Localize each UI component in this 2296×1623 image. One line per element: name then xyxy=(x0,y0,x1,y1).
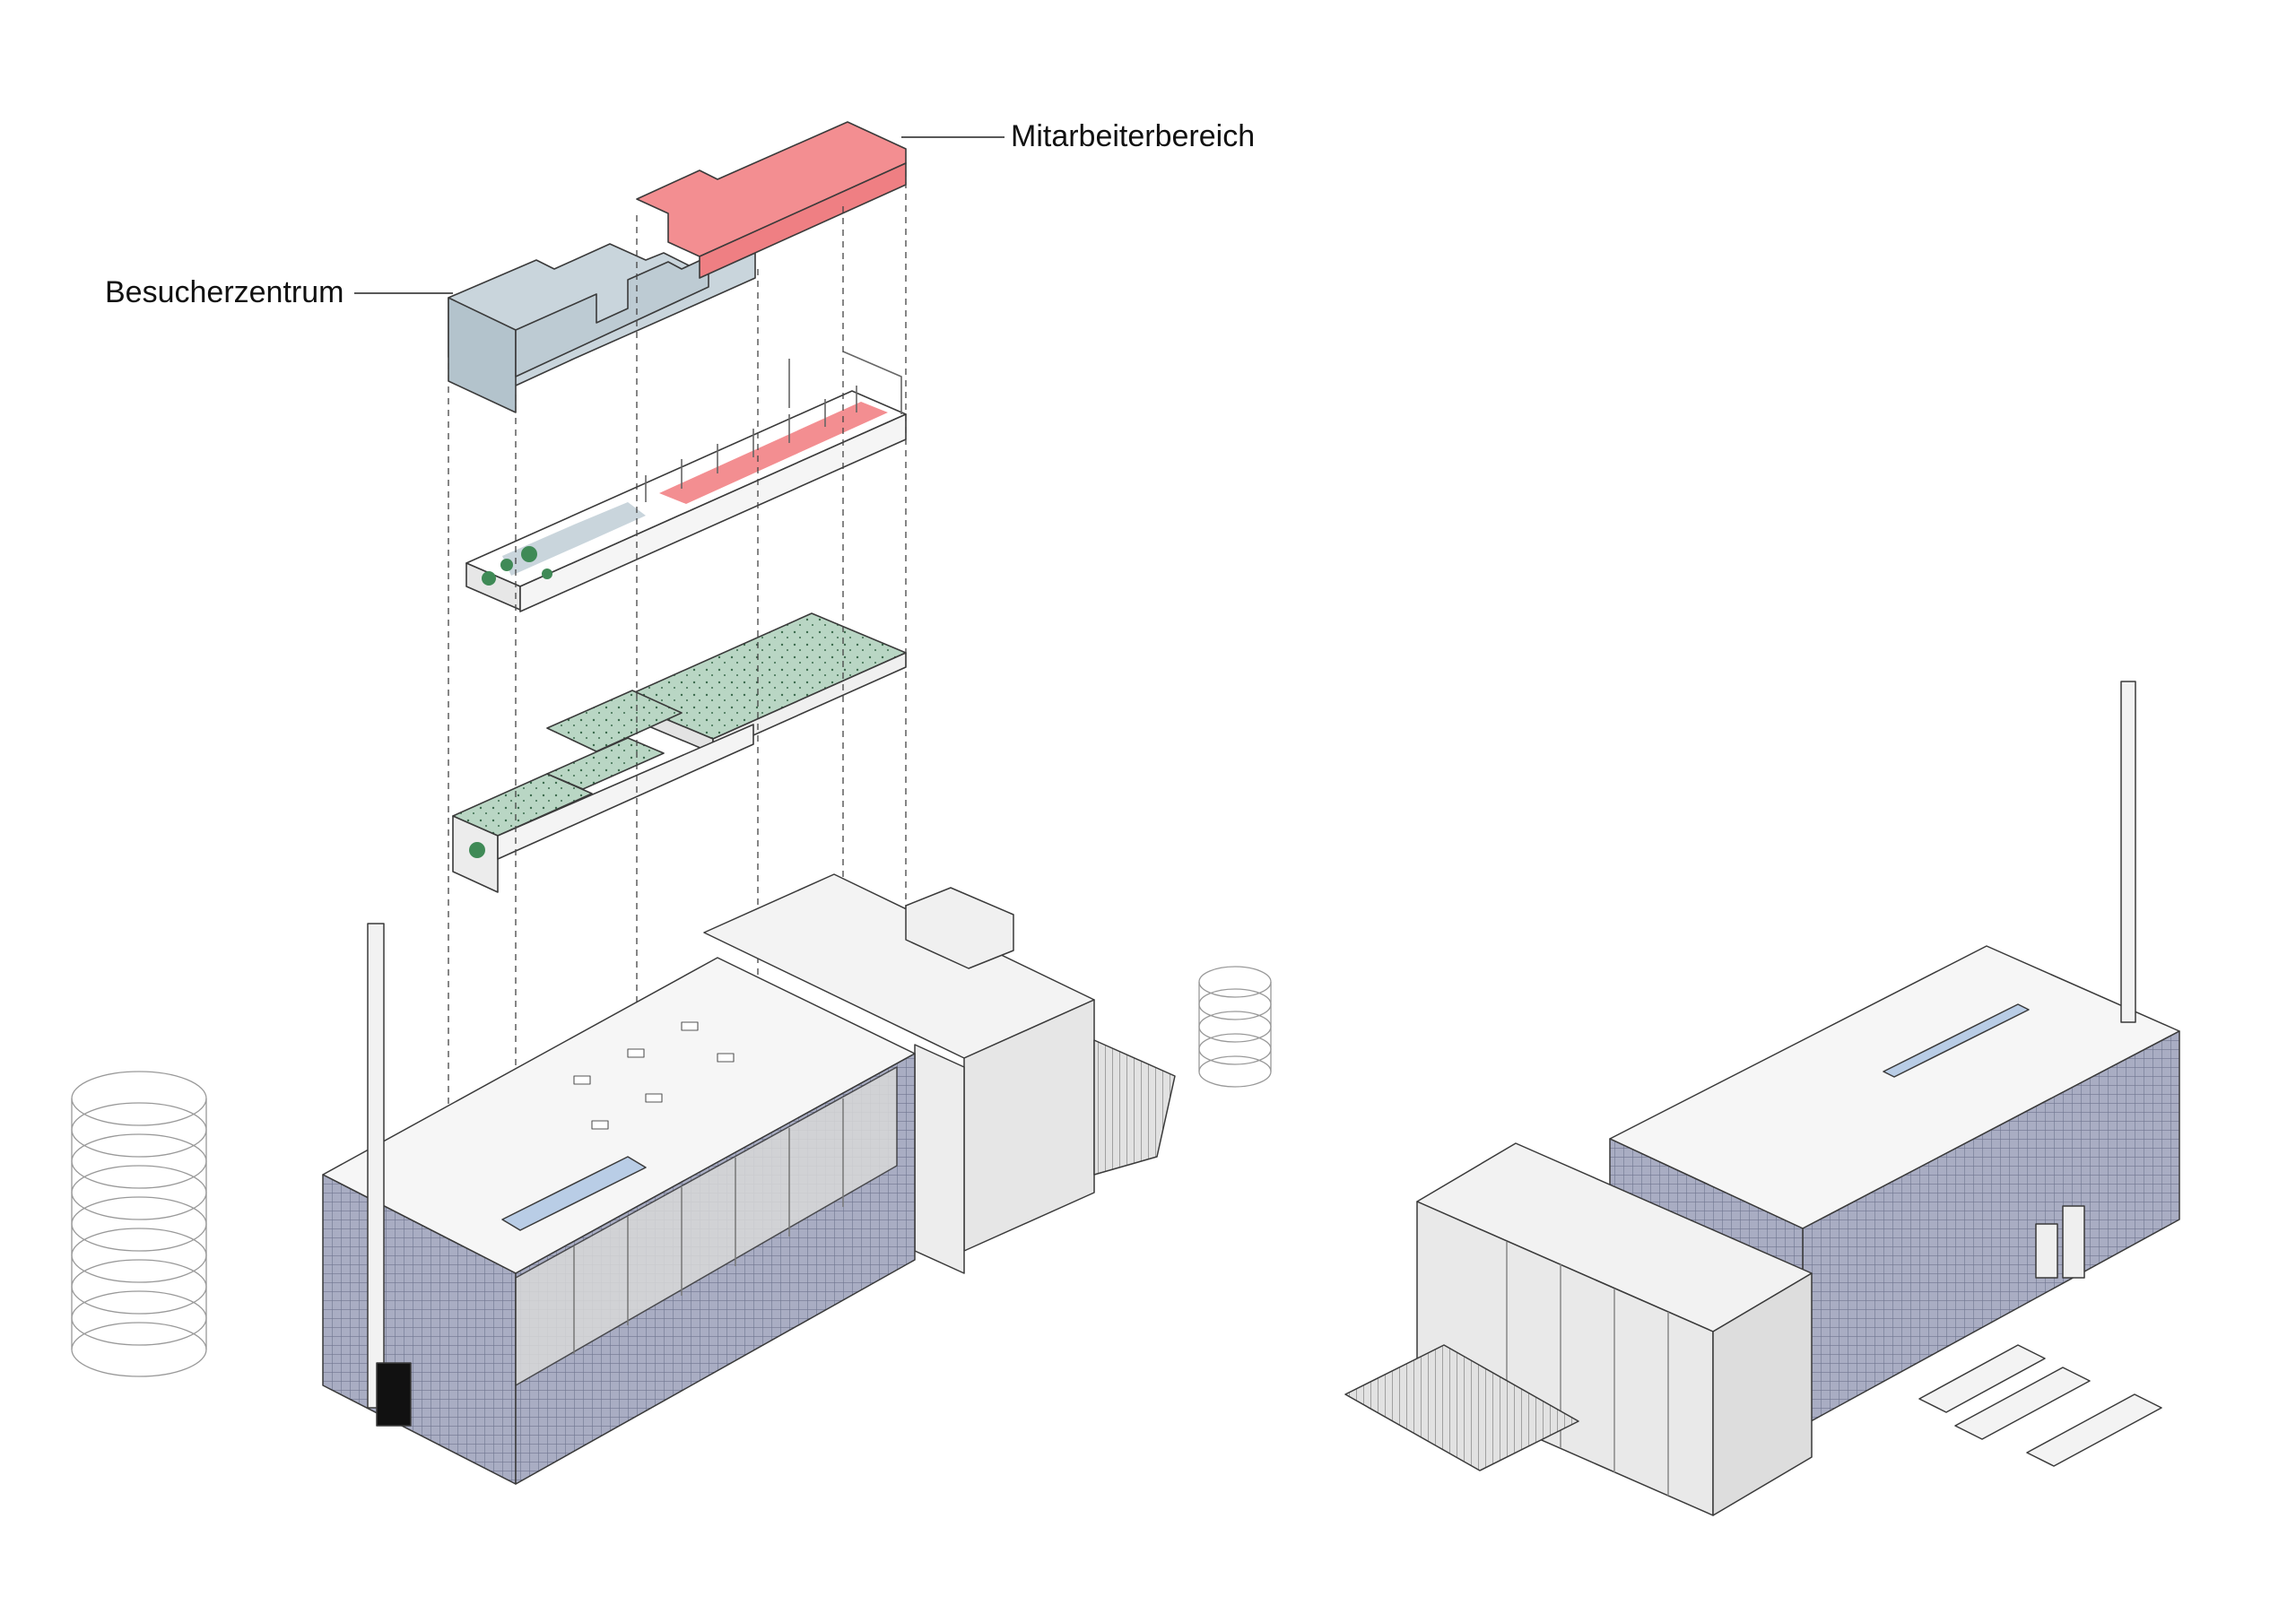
label-staff-area: Mitarbeiterbereich xyxy=(901,119,1255,153)
label-visitor-center: Besucherzentrum xyxy=(105,275,453,309)
plant-icon xyxy=(469,842,485,858)
small-storage-tank xyxy=(1198,966,1272,1088)
projection-lines xyxy=(448,170,907,1273)
left-building xyxy=(322,873,1176,1485)
floor-plan-level xyxy=(465,351,907,612)
right-chimney xyxy=(2120,681,2136,1023)
exploded-stack xyxy=(448,121,907,1273)
visitor-center-label: Besucherzentrum xyxy=(105,275,344,309)
left-storage-tank xyxy=(71,1071,207,1377)
left-chimney xyxy=(367,923,385,1409)
plant-icons xyxy=(482,546,552,586)
staff-area-label: Mitarbeiterbereich xyxy=(1011,119,1255,153)
green-roof-lower xyxy=(452,724,754,893)
right-building xyxy=(1344,681,2180,1516)
green-roof-upper xyxy=(546,612,907,754)
massing-volumes xyxy=(448,121,907,413)
